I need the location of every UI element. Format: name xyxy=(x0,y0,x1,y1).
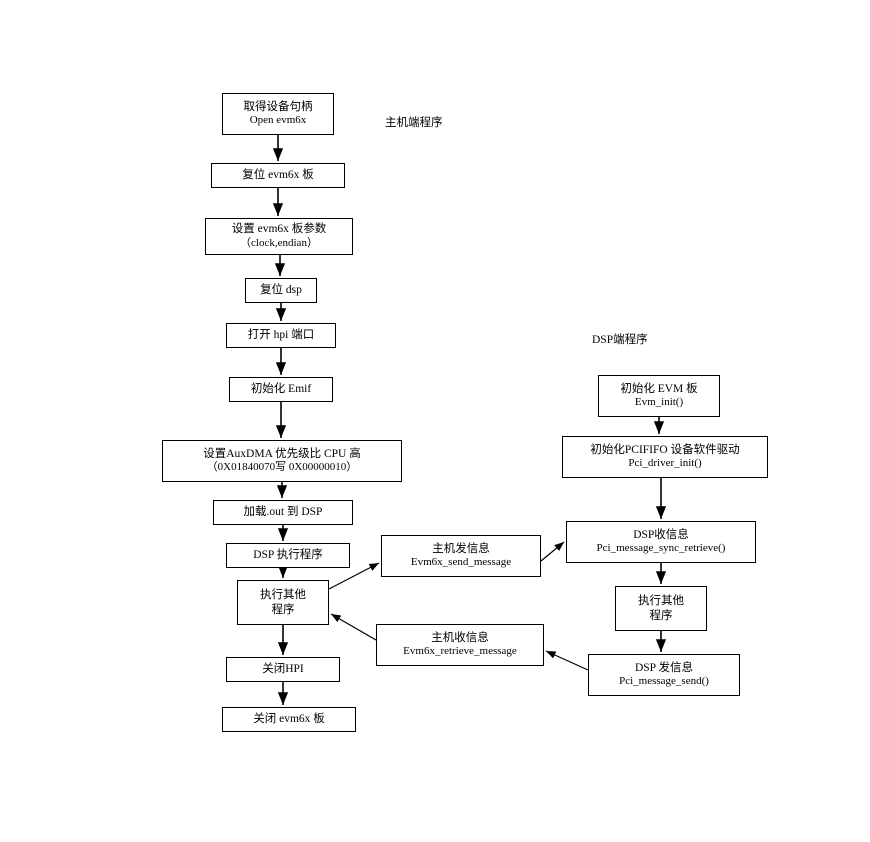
node-line1: 初始化 Emif xyxy=(250,383,312,396)
node-line1: 加载.out 到 DSP xyxy=(243,506,323,519)
node-host-run-other-program[interactable]: 执行其他 程序 xyxy=(237,580,329,625)
node-line1: 打开 hpi 端口 xyxy=(247,329,315,342)
edge-host-other-to-host-send xyxy=(328,562,380,590)
node-open-hpi-port[interactable]: 打开 hpi 端口 xyxy=(226,323,336,348)
node-line2: Pci_driver_init() xyxy=(628,457,702,470)
node-line1: 初始化PCIFIFO 设备软件驱动 xyxy=(590,443,740,456)
node-line1: 复位 evm6x 板 xyxy=(242,169,314,182)
node-init-evm-board[interactable]: 初始化 EVM 板 Evm_init() xyxy=(598,375,720,417)
node-init-pcififo-driver[interactable]: 初始化PCIFIFO 设备软件驱动 Pci_driver_init() xyxy=(562,436,768,478)
node-line2: Open evm6x xyxy=(249,114,307,127)
node-line1: 设置 evm6x 板参数 xyxy=(231,223,327,236)
node-line2: 程序 xyxy=(649,609,673,622)
node-line1: 关闭 evm6x 板 xyxy=(253,713,325,726)
node-line1: 关闭HPI xyxy=(262,663,304,676)
node-line1: 初始化 EVM 板 xyxy=(620,382,698,395)
node-line2: Evm_init() xyxy=(634,396,684,409)
node-line1: 执行其他 xyxy=(638,595,684,608)
node-line1: DSP 执行程序 xyxy=(253,549,323,562)
node-line1: 复位 dsp xyxy=(260,284,302,297)
node-reset-evm6x-board[interactable]: 复位 evm6x 板 xyxy=(211,163,345,188)
node-line2: Pci_message_sync_retrieve() xyxy=(596,542,726,555)
node-line1: 主机发信息 xyxy=(432,542,490,555)
node-host-receive-message[interactable]: 主机收信息 Evm6x_retrieve_message xyxy=(376,624,544,666)
node-dsp-receive-message[interactable]: DSP收信息 Pci_message_sync_retrieve() xyxy=(566,521,756,563)
dsp-side-label: DSP端程序 xyxy=(592,334,648,346)
node-set-auxdma-priority[interactable]: 设置AuxDMA 优先级比 CPU 高 （0X01840070写 0X00000… xyxy=(162,440,402,482)
node-dsp-send-message[interactable]: DSP 发信息 Pci_message_send() xyxy=(588,654,740,696)
node-line2: 程序 xyxy=(271,603,295,616)
node-line1: 主机收信息 xyxy=(431,631,489,644)
edge-host-recv-to-host-other xyxy=(330,613,377,641)
node-line1: DSP收信息 xyxy=(633,528,689,541)
node-init-emif[interactable]: 初始化 Emif xyxy=(229,377,333,402)
node-line2: （0X01840070写 0X00000010） xyxy=(206,461,358,474)
host-side-label: 主机端程序 xyxy=(385,117,443,129)
edge-dsp-send-to-host-recv xyxy=(545,650,589,671)
node-line2: Evm6x_send_message xyxy=(410,556,512,569)
node-line1: DSP 发信息 xyxy=(634,661,694,674)
node-line1: 执行其他 xyxy=(260,589,306,602)
node-close-hpi[interactable]: 关闭HPI xyxy=(226,657,340,682)
node-close-evm6x-board[interactable]: 关闭 evm6x 板 xyxy=(222,707,356,732)
node-load-out-to-dsp[interactable]: 加载.out 到 DSP xyxy=(213,500,353,525)
node-line2: Evm6x_retrieve_message xyxy=(403,645,517,658)
node-line2: （clock,endian） xyxy=(240,236,318,249)
node-reset-dsp[interactable]: 复位 dsp xyxy=(245,278,317,303)
node-open-device-handle[interactable]: 取得设备句柄 Open evm6x xyxy=(222,93,334,135)
node-dsp-run-program[interactable]: DSP 执行程序 xyxy=(226,543,350,568)
node-set-evm6x-params[interactable]: 设置 evm6x 板参数 （clock,endian） xyxy=(205,218,353,255)
node-line2: Pci_message_send() xyxy=(619,675,709,688)
node-dsp-run-other-program[interactable]: 执行其他 程序 xyxy=(615,586,707,631)
node-host-send-message[interactable]: 主机发信息 Evm6x_send_message xyxy=(381,535,541,577)
node-line1: 设置AuxDMA 优先级比 CPU 高 xyxy=(203,447,361,460)
edge-host-send-to-dsp-recv xyxy=(540,541,565,562)
node-line1: 取得设备句柄 xyxy=(243,100,313,113)
